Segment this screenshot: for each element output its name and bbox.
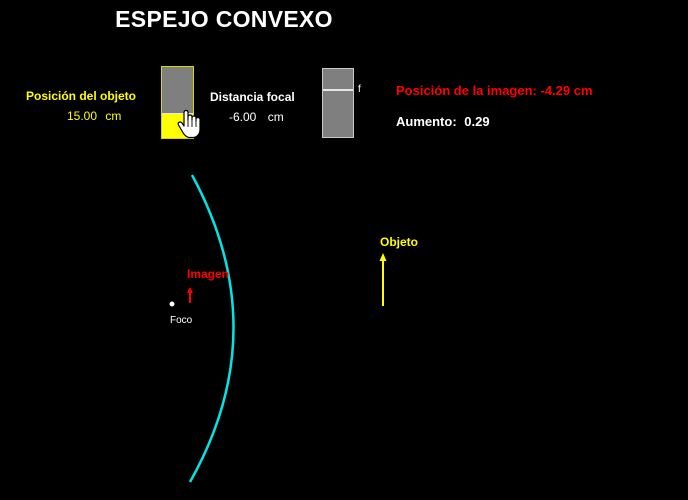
object-position-slider-thumb[interactable]: [162, 113, 193, 114]
focal-distance-value-group: -6.00 cm: [229, 110, 284, 124]
object-position-label: Posición del objeto: [26, 89, 137, 103]
focal-tick-label: f: [358, 84, 361, 95]
magnification-value: 0.29: [464, 114, 490, 129]
image-position-unit: cm: [573, 83, 593, 98]
image-position-readout: Posición de la imagen: -4.29 cm: [396, 83, 593, 98]
image-label: Imagen: [187, 267, 230, 281]
focal-distance-slider[interactable]: [322, 68, 354, 138]
image-position-label: Posición de la imagen:: [396, 83, 537, 98]
focal-distance-unit: cm: [267, 110, 284, 124]
focal-distance-value: -6.00: [229, 110, 257, 124]
magnification-label: Aumento:: [396, 114, 457, 129]
hand-pointer-icon: [177, 109, 201, 139]
magnification-readout: Aumento: 0.29: [396, 114, 490, 129]
object-arrow[interactable]: [379, 253, 387, 306]
object-position-unit: cm: [105, 109, 122, 123]
convex-mirror: [188, 174, 235, 483]
page-title: ESPEJO CONVEXO: [115, 6, 333, 32]
focal-distance-label: Distancia focal: [210, 90, 295, 104]
object-position-slider[interactable]: [161, 66, 194, 139]
object-position-value-group: 15.00 cm: [67, 109, 121, 123]
image-position-value: -4.29: [540, 83, 571, 98]
object-position-value: 15.00: [67, 109, 98, 123]
object-label: Objeto: [380, 235, 418, 249]
focus-label: Foco: [170, 315, 193, 326]
focal-distance-slider-thumb[interactable]: [323, 89, 353, 91]
image-arrow: [187, 287, 193, 303]
focus-point: [169, 301, 175, 307]
